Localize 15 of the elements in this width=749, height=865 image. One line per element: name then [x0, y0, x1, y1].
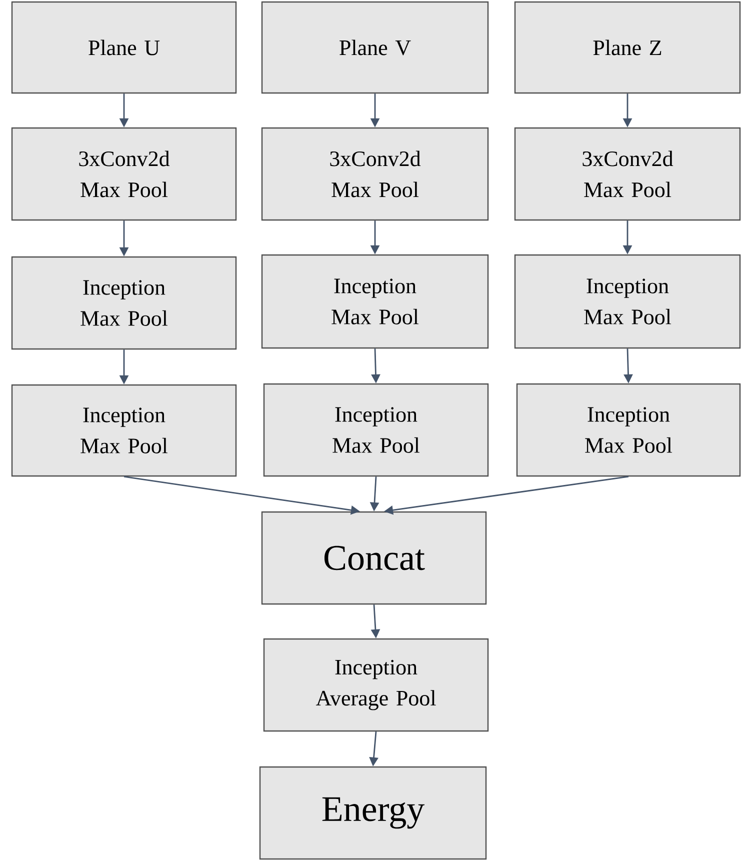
process-box: Concat [261, 511, 487, 605]
process-box: Inception Max Pool [11, 384, 237, 477]
process-box: Inception Max Pool [261, 254, 489, 349]
process-box: 3xConv2d Max Pool [261, 127, 489, 221]
process-box: Energy [259, 766, 487, 860]
process-box: Inception Max Pool [516, 383, 741, 477]
process-box: 3xConv2d Max Pool [514, 127, 741, 221]
process-box: Inception Average Pool [263, 638, 489, 732]
process-box: Plane V [261, 1, 489, 94]
process-box: Inception Max Pool [514, 254, 741, 349]
process-box: Inception Max Pool [11, 256, 237, 350]
process-box: 3xConv2d Max Pool [11, 127, 237, 221]
process-box: Plane Z [514, 1, 741, 94]
process-box: Inception Max Pool [263, 383, 489, 477]
process-box: Plane U [11, 1, 237, 94]
